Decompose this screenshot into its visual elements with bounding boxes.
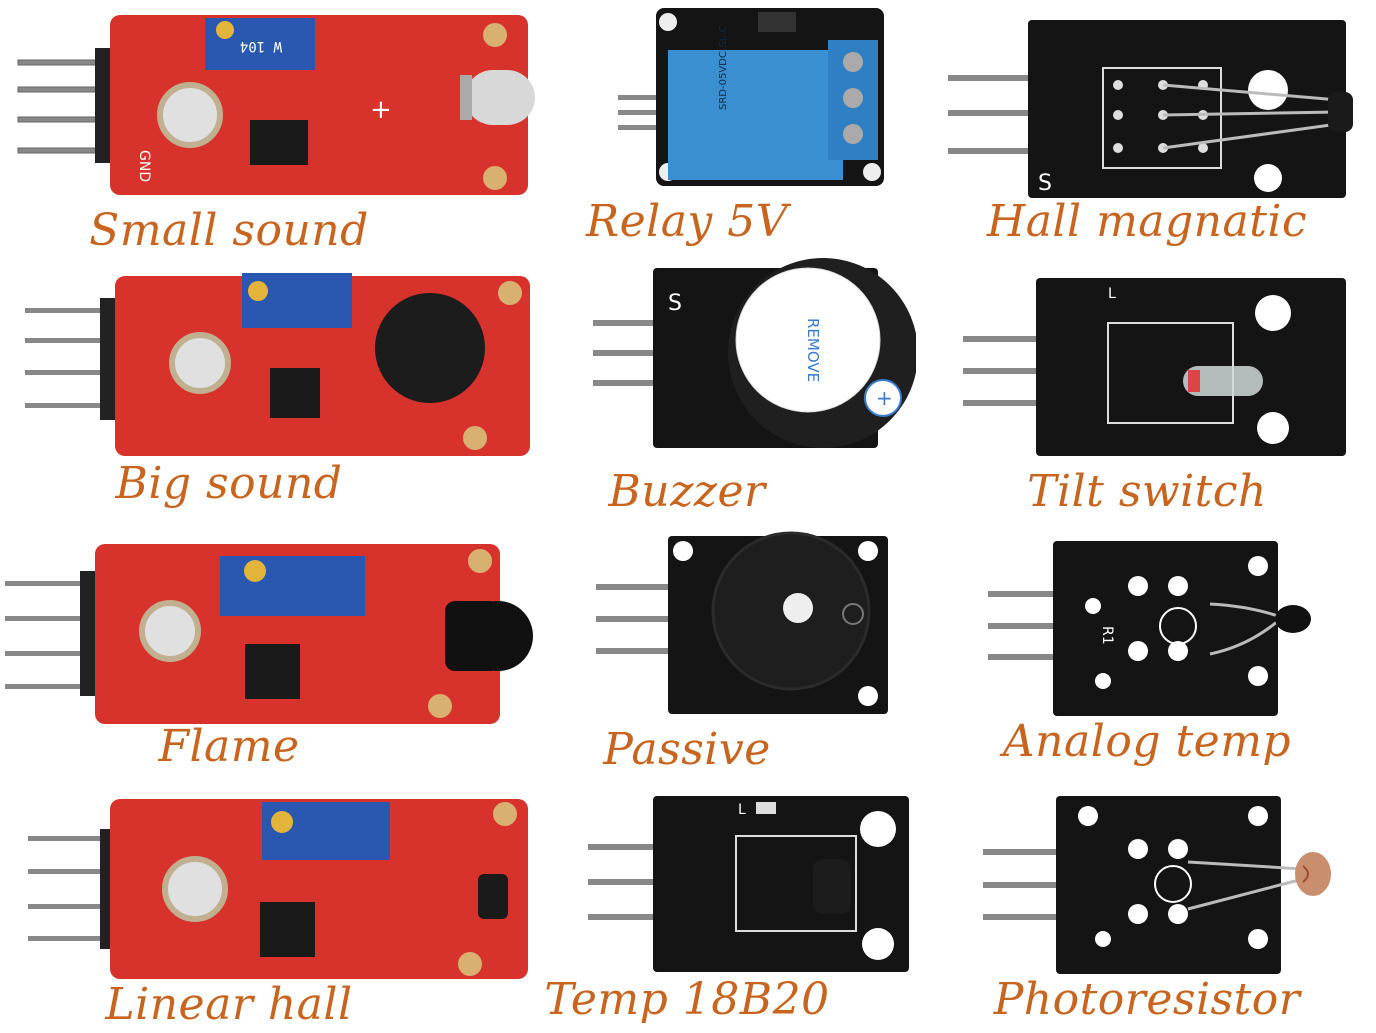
big-sound-board (25, 273, 530, 456)
small-sound-board: W 104 GND + (17, 15, 535, 195)
label-buzzer: Buzzer (608, 466, 766, 517)
label-hall-magnatic: Hall magnatic (986, 196, 1308, 247)
module-buzzer: + REMOVE S Buzzer (458, 258, 916, 517)
svg-text:+: + (876, 386, 893, 410)
label-temp-18b20: Temp 18B20 (544, 974, 830, 1025)
module-flame: Flame (0, 516, 533, 774)
label-passive: Passive (603, 724, 771, 775)
label-flame: Flame (158, 721, 300, 772)
hall-magnetic-board: S (948, 20, 1353, 198)
module-small-sound: W 104 GND + Small sound (0, 0, 535, 258)
module-photoresistor: Photoresistor (918, 774, 1376, 1032)
linear-hall-board (28, 799, 528, 979)
tilt-switch-board: L (963, 278, 1346, 456)
passive-buzzer-board (596, 531, 888, 714)
buzzer-board: + REMOVE S (593, 258, 916, 448)
svg-text:S: S (1038, 171, 1052, 196)
svg-text:W 104: W 104 (240, 38, 282, 54)
label-photoresistor: Photoresistor (993, 974, 1301, 1025)
module-linear-hall: Linear hall (0, 774, 528, 1032)
svg-text:L: L (738, 802, 746, 818)
label-analog-temp: Analog temp (1002, 716, 1292, 767)
module-passive-buzzer: Passive (458, 516, 916, 775)
label-big-sound: Big sound (115, 458, 343, 509)
module-temp-18b20: L Temp 18B20 (458, 774, 916, 1032)
label-small-sound: Small sound (89, 205, 369, 256)
label-linear-hall: Linear hall (105, 979, 353, 1030)
module-tilt-switch: L Tilt switch (918, 258, 1376, 517)
svg-text:R1: R1 (1099, 626, 1115, 645)
svg-text:SRD-05VDC-SL-C: SRD-05VDC-SL-C (718, 25, 729, 110)
photoresistor-board (983, 796, 1331, 974)
module-big-sound: Big sound (0, 258, 530, 516)
relay-board: SRD-05VDC-SL-C (618, 8, 884, 186)
module-analog-temp: R1 Analog temp (918, 516, 1376, 774)
svg-text:L: L (1108, 286, 1116, 302)
svg-text:+: + (370, 95, 392, 125)
label-relay-5v: Relay 5V (585, 196, 789, 247)
module-relay: SRD-05VDC-SL-C Relay 5V (458, 0, 916, 258)
analog-temp-board: R1 (988, 541, 1311, 716)
svg-text:REMOVE: REMOVE (804, 318, 822, 382)
svg-text:GND: GND (136, 150, 152, 182)
temp-18b20-board: L (588, 796, 909, 972)
module-hall-magnetic: S Hall magnatic (918, 0, 1376, 258)
flame-board (5, 544, 533, 724)
svg-text:S: S (668, 291, 682, 316)
label-tilt-switch: Tilt switch (1027, 466, 1267, 517)
